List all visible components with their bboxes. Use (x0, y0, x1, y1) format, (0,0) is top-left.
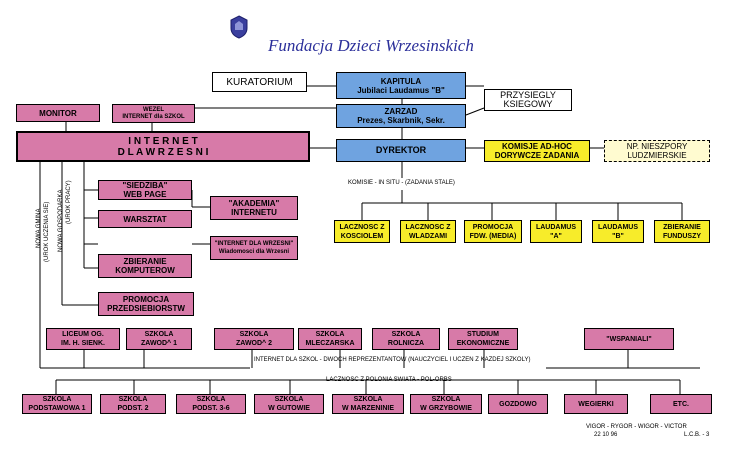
gozdowo-node: GOZDOWO (488, 394, 548, 414)
internet-node: I N T E R N E T D L A W R Z E S N I (16, 131, 310, 162)
szkola-grzybowo-node: SZKOLA W GRZYBOWIE (410, 394, 482, 414)
wiadomosci-node: "INTERNET DLA WRZESNI" Wiadomosci dla Wr… (210, 236, 298, 260)
szkola-rolnicza-node: SZKOLA ROLNICZA (372, 328, 440, 350)
komisje-ad-hoc-node: KOMISJE AD-HOC DORYWCZE ZADANIA (484, 140, 590, 162)
zarzad-node: ZARZAD Prezes, Skarbnik, Sekr. (336, 104, 466, 128)
przysiegly-node: PRZYSIEGLY KSIEGOWY (484, 89, 572, 111)
lacznosc-wladze-node: LACZNOSC Z WLADZAMI (400, 220, 456, 243)
szkola-podstawowa1-node: SZKOLA PODSTAWOWA 1 (22, 394, 92, 414)
laudamus-b-node: LAUDAMUS "B" (592, 220, 644, 243)
footer-date: 22 10 96 (594, 432, 618, 438)
szkola-zawod2-node: SZKOLA ZAWOD^ 2 (214, 328, 294, 350)
szkola-podst36-node: SZKOLA PODST. 3-6 (176, 394, 246, 414)
komisie-label: KOMISIE - IN SITU - (ZADANIA STALE) (348, 180, 455, 186)
siedziba-node: "SIEDZIBA" WEB PAGE (98, 180, 192, 200)
urok-pracy-label: (UROK PRACY) (66, 180, 72, 224)
szkola-mleczarska-node: SZKOLA MLECZARSKA (298, 328, 362, 350)
warsztat-node: WARSZTAT (98, 210, 192, 228)
szkola-gutowo-node: SZKOLA W GUTOWIE (254, 394, 324, 414)
wspaniali-node: "WSPANIALI" (584, 328, 674, 350)
internet-szkol-label: INTERNET DLA SZKOL - DWOCH REPREZENTANTO… (254, 357, 531, 363)
studium-node: STUDIUM EKONOMICZNE (448, 328, 518, 350)
lacznosc-polonia-label: LACZNOSC Z POLONIA SWIATA - POL-ORBS (326, 377, 452, 383)
liceum-node: LICEUM OG. IM. H. SIENK. (46, 328, 120, 350)
promocja-fdw-node: PROMOCJA FDW. (MEDIA) (464, 220, 522, 243)
footer-motto: VIGOR - RYGOR - WIGOR - VICTOR (586, 424, 687, 430)
page-title: Fundacja Dzieci Wrzesinskich (268, 36, 474, 55)
szkola-zawod1-node: SZKOLA ZAWOD^ 1 (126, 328, 192, 350)
zbieranie-komputerow-node: ZBIERANIE KOMPUTEROW (98, 254, 192, 278)
szkola-podst2-node: SZKOLA PODST. 2 (100, 394, 166, 414)
laudamus-a-node: LAUDAMUS "A" (530, 220, 582, 243)
wezel-node: WEZEL INTERNET dla SZKOL (112, 104, 195, 123)
footer-lcb: L.C.B. - 3 (684, 432, 710, 438)
nieszpory-node: NP. NIESZPORY LUDZMIERSKIE (604, 140, 710, 162)
urok-uczenia-label: (UROK UCZENIA SIE) (44, 201, 50, 262)
wegierki-node: WEGIERKI (564, 394, 628, 414)
monitor-node: MONITOR (16, 104, 100, 122)
zbieranie-funduszy-node: ZBIERANIE FUNDUSZY (654, 220, 710, 243)
nowa-gmina-label: NOWA GMINA (36, 208, 42, 248)
etc-node: ETC. (650, 394, 712, 414)
szkola-marzenin-node: SZKOLA W MARZENINIE (332, 394, 404, 414)
dyrektor-node: DYREKTOR (336, 139, 466, 162)
lacznosc-kosciol-node: LACZNOSC Z KOSCIOLEM (334, 220, 390, 243)
promocja-przedsiebiorstw-node: PROMOCJA PRZEDSIEBIORSTW (98, 292, 194, 316)
akademia-node: "AKADEMIA" INTERNETU (210, 196, 298, 220)
kuratorium-node: KURATORIUM (212, 72, 307, 92)
nowa-gospodarka-label: NOWA GOSPODARKA (58, 189, 64, 252)
kapitula-node: KAPITULA Jubilaci Laudamus "B" (336, 72, 466, 99)
foundation-emblem-icon (230, 15, 248, 39)
